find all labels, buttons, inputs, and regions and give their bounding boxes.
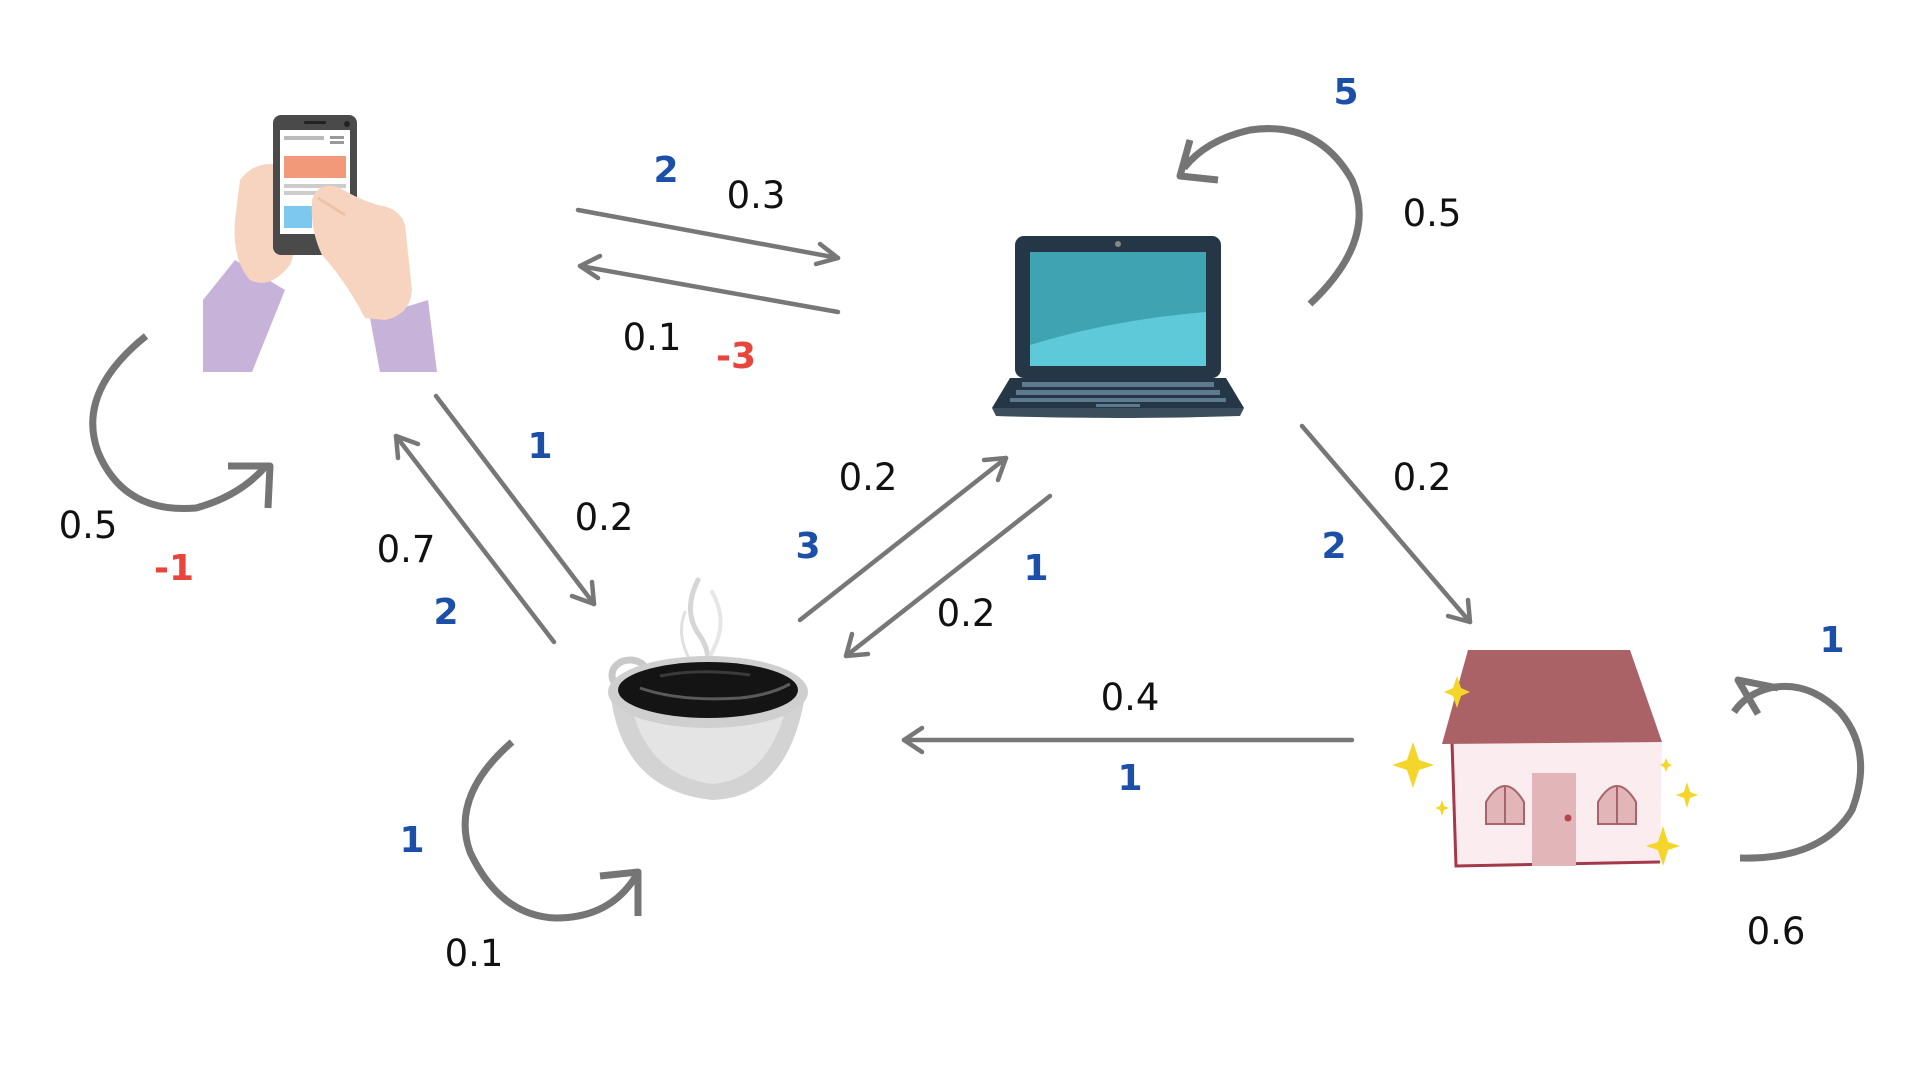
prob-house-self: 0.6: [1747, 910, 1806, 953]
reward-phone-to-coffee: 1: [527, 426, 552, 467]
arrow-coffee-to-laptop: [797, 455, 1009, 623]
self-loop-house: [1731, 676, 1865, 862]
prob-house-to-coffee: 0.4: [1101, 676, 1160, 719]
prob-laptop-to-house: 0.2: [1393, 456, 1452, 499]
reward-laptop-to-phone: -3: [716, 336, 756, 377]
reward-house-to-coffee: 1: [1117, 758, 1142, 799]
prob-phone-to-coffee: 0.2: [575, 496, 634, 539]
prob-laptop-to-phone: 0.1: [623, 316, 682, 359]
self-loop-phone: [89, 333, 274, 513]
reward-coffee-to-laptop: 3: [795, 526, 820, 567]
arrow-phone-to-laptop: [575, 207, 841, 267]
reward-laptop-to-coffee: 1: [1023, 548, 1048, 589]
reward-house-self: 1: [1819, 620, 1844, 661]
steaming-coffee-cup-icon: [608, 577, 808, 800]
self-loop-laptop: [1176, 125, 1363, 307]
self-loop-coffee: [461, 739, 642, 922]
prob-coffee-self: 0.1: [445, 932, 504, 975]
sparkling-house-icon: [1392, 650, 1698, 868]
arrow-laptop-to-phone: [577, 253, 841, 315]
arrow-house-to-coffee: [901, 725, 1355, 755]
arrow-coffee-to-phone: [393, 433, 557, 645]
prob-phone-self: 0.5: [59, 504, 118, 547]
prob-phone-to-laptop: 0.3: [727, 174, 786, 217]
reward-phone-to-laptop: 2: [653, 150, 678, 191]
arrow-laptop-to-coffee: [843, 493, 1053, 659]
reward-coffee-to-phone: 2: [433, 592, 458, 633]
reward-laptop-to-house: 2: [1321, 526, 1346, 567]
prob-coffee-to-laptop: 0.2: [839, 456, 898, 499]
hands-holding-smartphone-icon: [203, 115, 437, 372]
reward-phone-self: -1: [154, 548, 194, 589]
arrow-laptop-to-house: [1299, 423, 1473, 625]
prob-laptop-to-coffee: 0.2: [937, 592, 996, 635]
reward-coffee-self: 1: [399, 820, 424, 861]
laptop-icon: [992, 236, 1244, 418]
prob-coffee-to-phone: 0.7: [377, 528, 436, 571]
arrow-phone-to-coffee: [433, 393, 597, 607]
reward-laptop-self: 5: [1333, 72, 1358, 113]
prob-laptop-self: 0.5: [1403, 192, 1462, 235]
